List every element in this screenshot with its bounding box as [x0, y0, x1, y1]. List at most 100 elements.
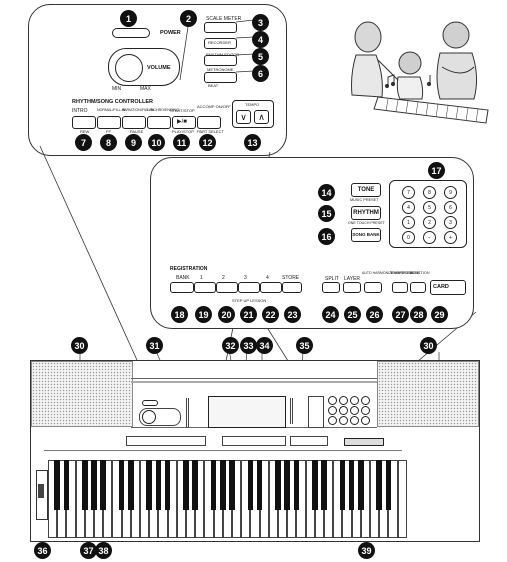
ff-label: FF — [106, 129, 111, 134]
strip-numpad-key[interactable] — [339, 396, 348, 405]
volume-label: VOLUME — [147, 65, 171, 71]
rhythm-editor-button[interactable] — [204, 55, 237, 66]
scale-meter-button[interactable] — [204, 22, 237, 33]
reg-2-button[interactable] — [216, 282, 238, 293]
black-key[interactable] — [100, 460, 106, 510]
recorder-label: RECORDER — [208, 40, 231, 45]
black-key[interactable] — [164, 460, 171, 510]
tempo-up-button[interactable]: ∧ — [254, 110, 269, 124]
numpad-key-2[interactable]: 9 — [444, 186, 457, 199]
numpad-key-11[interactable]: + — [444, 231, 457, 244]
black-key[interactable] — [183, 460, 189, 510]
strip-numpad-key[interactable] — [361, 416, 370, 425]
tempo-down-button[interactable]: ∨ — [236, 110, 251, 124]
numpad-key-6[interactable]: 1 — [402, 216, 415, 229]
strip-numpad-key[interactable] — [328, 416, 337, 425]
strip-power-button[interactable] — [142, 400, 158, 406]
black-key[interactable] — [220, 460, 226, 510]
play-stop-symbol: ▶/■ — [177, 119, 187, 125]
reg-1-button[interactable] — [194, 282, 216, 293]
numpad-key-7[interactable]: 2 — [423, 216, 436, 229]
black-key[interactable] — [385, 460, 392, 510]
numpad-key-5[interactable]: 6 — [444, 201, 457, 214]
black-key[interactable] — [210, 460, 217, 510]
bank-button[interactable] — [170, 282, 194, 293]
volume-knob[interactable] — [115, 54, 143, 82]
normal-fill-button[interactable] — [97, 116, 121, 129]
numpad-key-9[interactable]: 0 — [402, 231, 415, 244]
synchro-ending-button[interactable] — [147, 116, 171, 129]
black-key[interactable] — [91, 460, 97, 510]
strip-button-col-left — [290, 398, 303, 424]
numpad-key-10[interactable]: − — [423, 231, 436, 244]
metronome-label: METRONOME — [207, 67, 234, 72]
black-key[interactable] — [247, 460, 254, 510]
variation-fill-button[interactable] — [122, 116, 146, 129]
strip-volume-knob[interactable] — [142, 410, 156, 424]
black-key[interactable] — [321, 460, 327, 510]
tone-button[interactable]: TONE — [351, 183, 381, 197]
function-button[interactable] — [410, 282, 426, 293]
callout-31: 31 — [146, 337, 163, 354]
numpad-key-1[interactable]: 8 — [423, 186, 436, 199]
black-key[interactable] — [339, 460, 346, 510]
black-key[interactable] — [348, 460, 355, 510]
metronome-button[interactable] — [204, 72, 237, 83]
harmonize-button[interactable] — [364, 282, 382, 293]
reg-4-button[interactable] — [260, 282, 282, 293]
white-key[interactable] — [397, 460, 407, 538]
numpad-key-0[interactable]: 7 — [402, 186, 415, 199]
card-slot[interactable] — [430, 280, 466, 295]
strip-numpad-key[interactable] — [339, 416, 348, 425]
black-key[interactable] — [293, 460, 300, 510]
side-panel — [36, 470, 48, 520]
strip-numpad-key[interactable] — [361, 406, 370, 415]
transpose-button[interactable] — [392, 282, 408, 293]
strip-numpad-key[interactable] — [350, 406, 359, 415]
strip-numpad-key[interactable] — [328, 406, 337, 415]
recorder-button[interactable] — [204, 38, 237, 49]
accomp-button[interactable] — [197, 116, 221, 129]
strip-numpad-key[interactable] — [339, 406, 348, 415]
numpad-key-4[interactable]: 5 — [423, 201, 436, 214]
strip-numpad-key[interactable] — [361, 396, 370, 405]
black-key[interactable] — [256, 460, 263, 510]
split-label: SPLIT — [325, 276, 339, 282]
black-key[interactable] — [54, 460, 60, 510]
registration-label: REGISTRATION — [170, 266, 208, 272]
card-slot-strip[interactable] — [344, 438, 384, 446]
black-key[interactable] — [275, 460, 281, 510]
black-key[interactable] — [312, 460, 318, 510]
black-key[interactable] — [358, 460, 364, 510]
black-key[interactable] — [155, 460, 162, 510]
black-key[interactable] — [192, 460, 198, 510]
callout-25: 25 — [344, 306, 361, 323]
black-key[interactable] — [146, 460, 152, 510]
intro-button[interactable] — [72, 116, 96, 129]
power-button[interactable] — [112, 28, 150, 38]
black-key[interactable] — [118, 460, 125, 510]
layer-button[interactable] — [343, 282, 361, 293]
store-button[interactable] — [282, 282, 302, 293]
black-key[interactable] — [82, 460, 88, 510]
strip-numpad-key[interactable] — [328, 396, 337, 405]
synchro-ending-label: SYNCHRO/ENDING — [146, 108, 179, 112]
song-bank-button[interactable]: SONG BANK — [351, 228, 381, 242]
start-stop-button[interactable] — [172, 116, 196, 129]
strip-numpad-key[interactable] — [350, 396, 359, 405]
black-key[interactable] — [128, 460, 134, 510]
rhythm-button[interactable]: RHYTHM — [351, 206, 381, 220]
split-button[interactable] — [322, 282, 340, 293]
callout-13: 13 — [244, 134, 261, 151]
numpad-key-8[interactable]: 3 — [444, 216, 457, 229]
black-key[interactable] — [229, 460, 235, 510]
callout-30-right: 30 — [420, 337, 437, 354]
numpad-key-3[interactable]: 4 — [402, 201, 415, 214]
strip-numpad-key[interactable] — [350, 416, 359, 425]
black-key[interactable] — [284, 460, 290, 510]
black-key[interactable] — [63, 460, 70, 510]
reg-3-button[interactable] — [238, 282, 260, 293]
rew-label: REW — [80, 129, 90, 134]
black-key[interactable] — [376, 460, 382, 510]
